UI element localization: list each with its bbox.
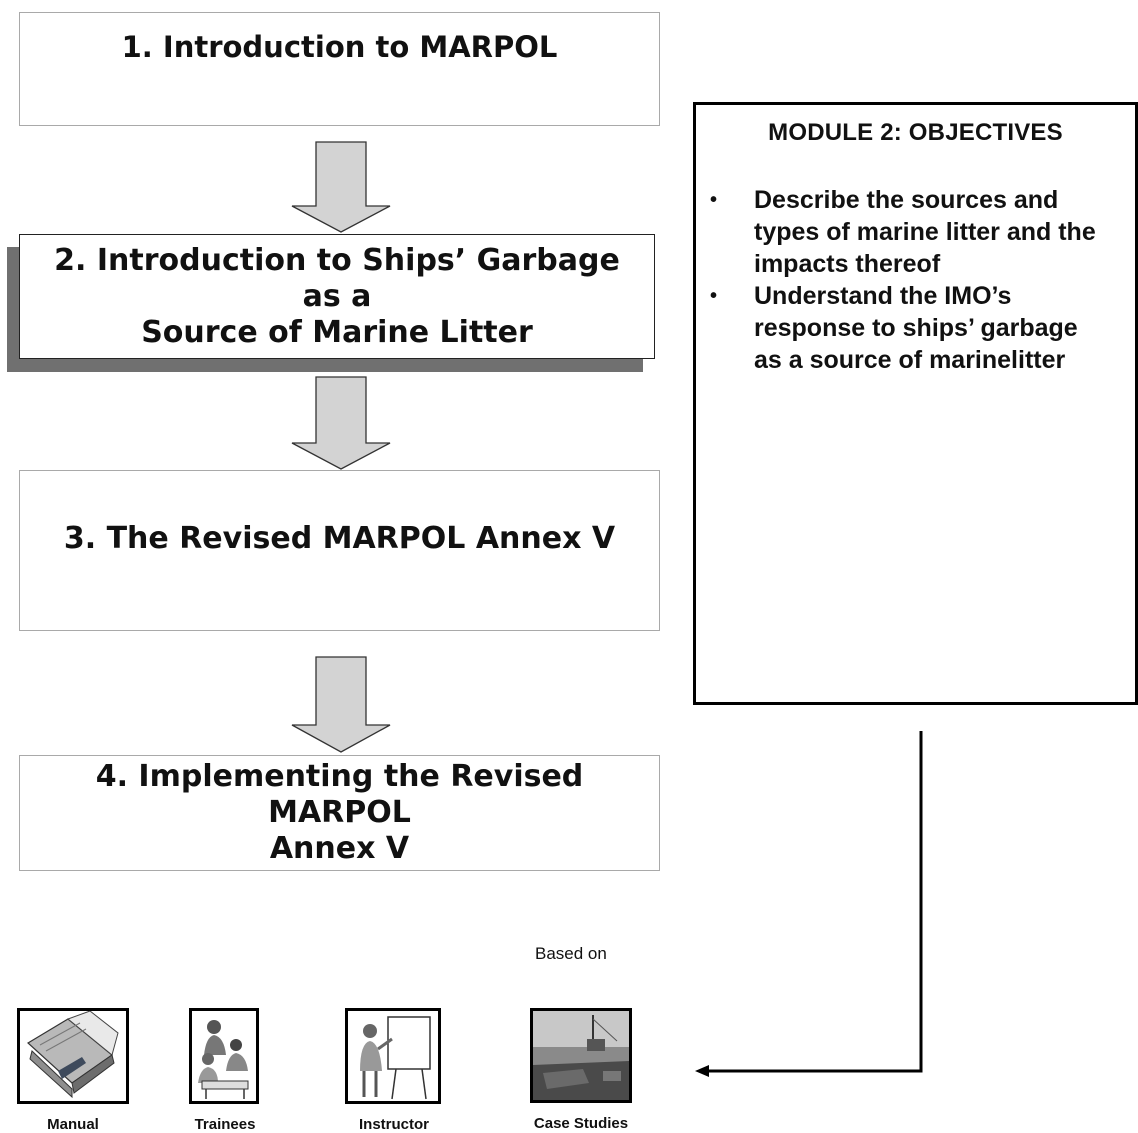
down-arrow-2-icon [291,376,391,470]
module-4-title-line-2: Annex V [269,831,410,866]
objective-1-line-1: Describe the sources and [754,186,1059,214]
arrowhead-left-icon [695,1065,709,1077]
objectives-title: MODULE 2: OBJECTIVES [768,119,1063,146]
objective-item: • Understand the IMO’s response to ships… [706,280,1129,376]
objective-1-line-3: impacts thereof [754,250,941,278]
resource-instructor-label: Instructor [358,1116,430,1133]
resource-trainees-label: Trainees [194,1116,256,1133]
bullet-icon: • [710,285,718,307]
objective-2-line-2: response to ships’ garbage [754,314,1078,342]
resource-case-studies-label: Case Studies [533,1115,629,1132]
module-3-title: 3. The Revised MARPOL Annex V [63,521,616,556]
objective-2-line-1: Understand the IMO’s [754,282,1012,310]
module-4-box: 4. Implementing the Revised MARPOL Annex… [19,755,660,871]
down-arrow-3-icon [291,656,391,753]
module-4-title-line-1: 4. Implementing the Revised MARPOL [95,759,584,830]
resource-manual-label: Manual [47,1116,99,1133]
objective-item: • Describe the sources and types of mari… [706,184,1129,280]
bullet-icon: • [710,189,718,211]
module-2-title-line-1: 2. Introduction to Ships’ Garbage as a [54,242,620,314]
trainees-group-icon [189,1008,259,1104]
module-2-box: 2. Introduction to Ships’ Garbage as a S… [19,234,655,359]
ship-deck-photo-icon [530,1008,632,1103]
down-arrow-1-icon [291,141,391,233]
based-on-label: Based on [535,944,607,963]
module-1-box: 1. Introduction to MARPOL [19,12,660,126]
objective-2-line-3: as a source of marinelitter [754,346,1066,374]
module-1-title: 1. Introduction to MARPOL [121,30,558,64]
module-2-title-line-2: Source of Marine Litter [141,314,533,350]
module-3-box: 3. The Revised MARPOL Annex V [19,470,660,631]
instructor-flipchart-icon [345,1008,441,1104]
objective-1-line-2: types of marine litter and the [754,218,1096,246]
objectives-panel: MODULE 2: OBJECTIVES • Describe the sour… [693,102,1138,705]
objectives-list: • Describe the sources and types of mari… [706,184,1129,376]
manual-book-icon [17,1008,129,1104]
